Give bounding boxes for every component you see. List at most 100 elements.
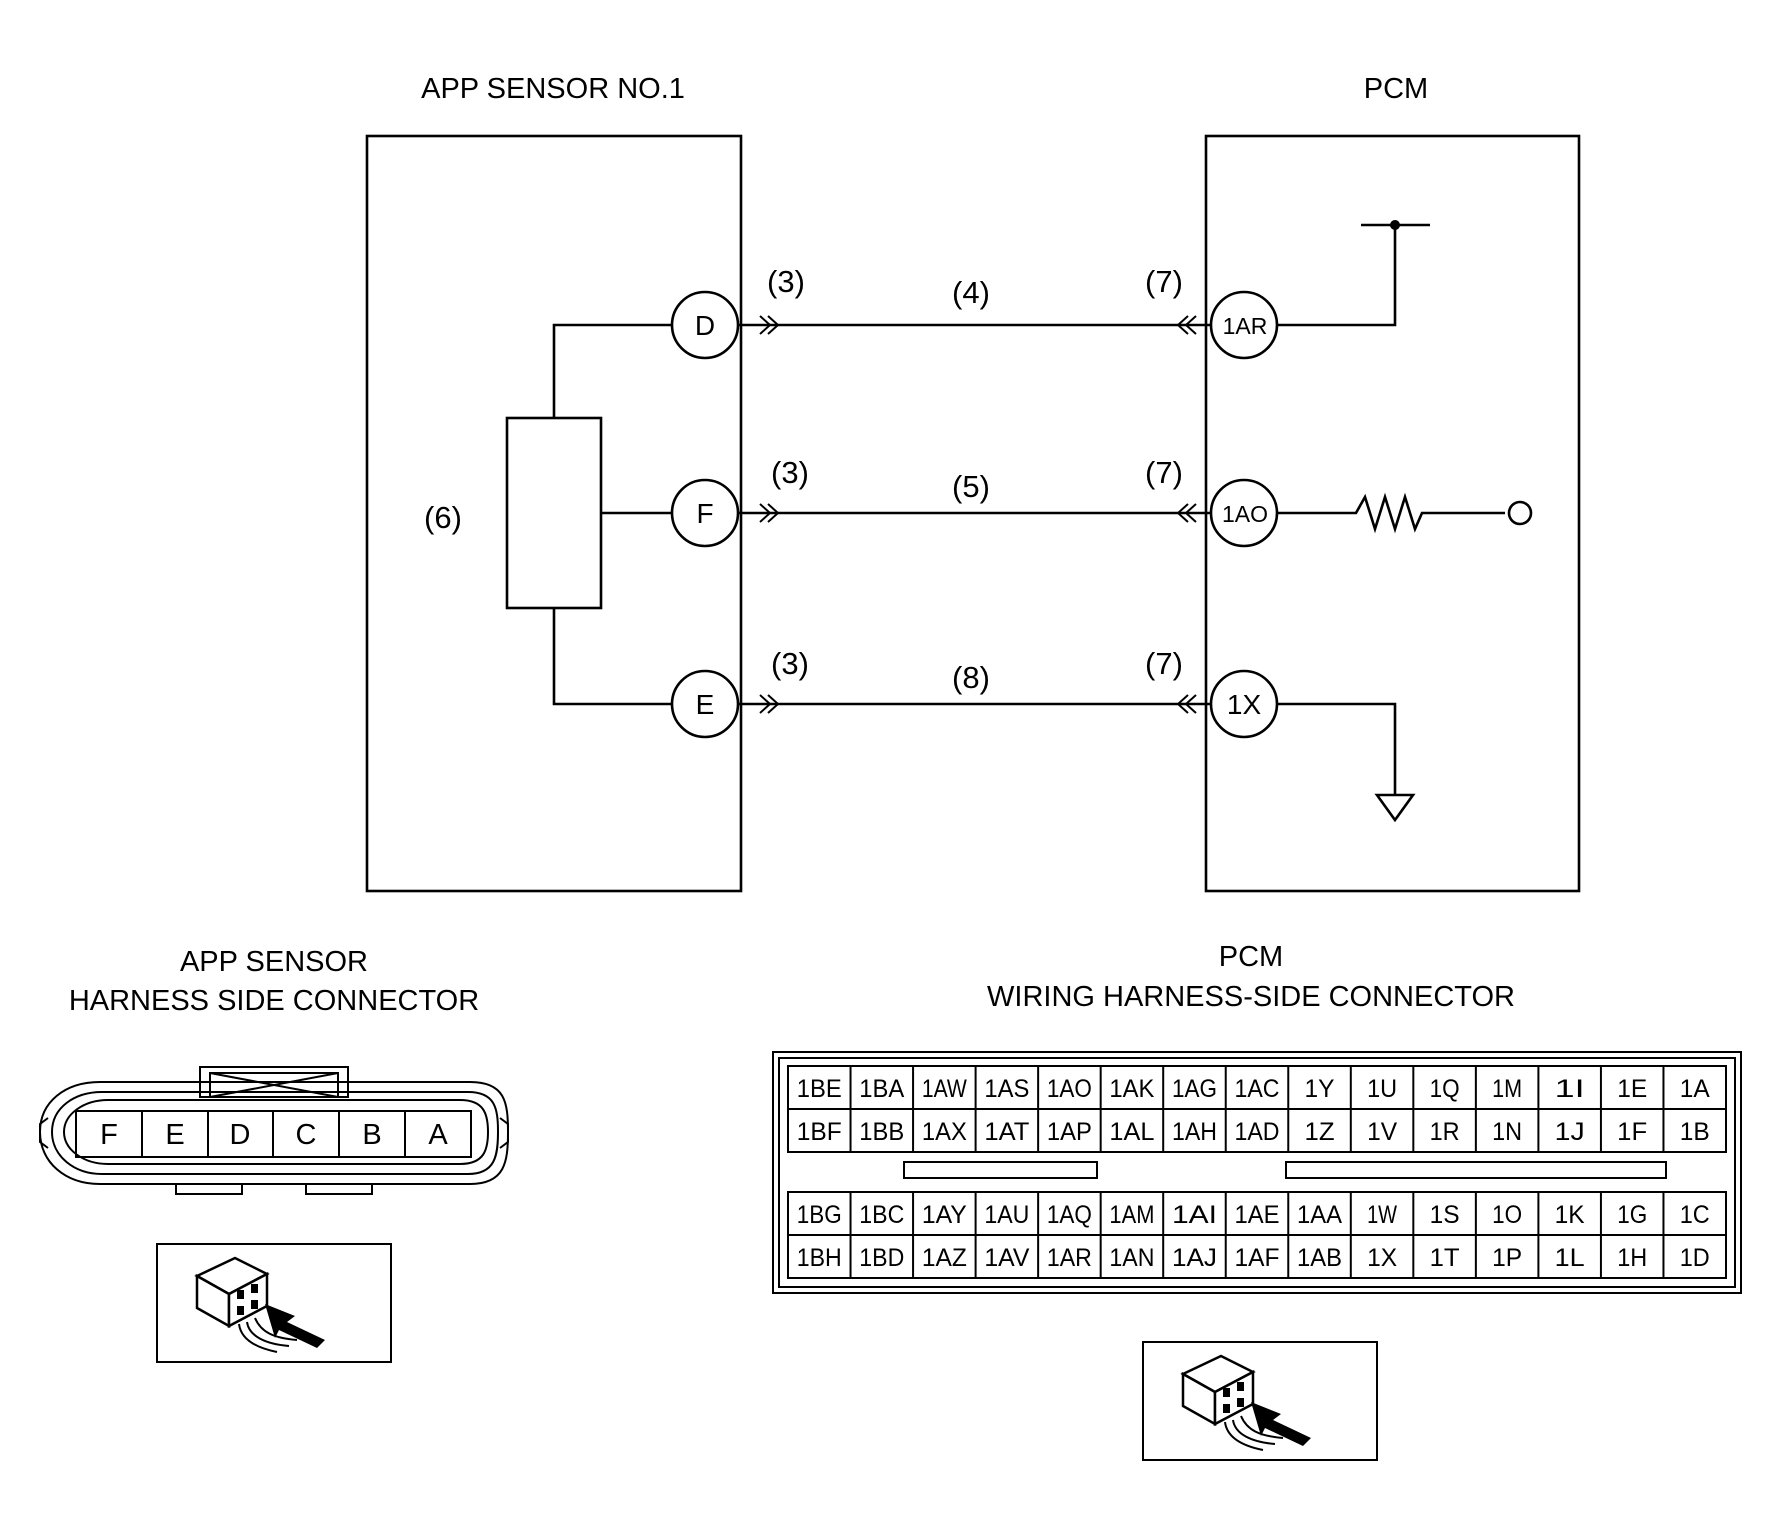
callout-wire-f: (5) bbox=[952, 469, 990, 504]
app-connector-title-1: APP SENSOR bbox=[180, 946, 368, 978]
pcm-pin-cell: 1AO bbox=[1047, 1075, 1092, 1103]
pcm-pin-1ar-label: 1AR bbox=[1223, 313, 1268, 339]
pcm-connector-outer bbox=[772, 1051, 1742, 1294]
pcm-pin-cell: 1AL bbox=[1109, 1118, 1154, 1146]
pcm-pin-cell: 1AB bbox=[1297, 1244, 1342, 1272]
pcm-pin-cell: 1V bbox=[1367, 1118, 1397, 1146]
app-connector-face bbox=[38, 1066, 510, 1195]
sensor-line-d bbox=[552, 323, 673, 418]
connector-view-icon bbox=[1141, 1340, 1379, 1462]
app-connector-title-2: HARNESS SIDE CONNECTOR bbox=[69, 985, 479, 1017]
pcm-pin-cell: 1P bbox=[1492, 1244, 1522, 1272]
callout-wire-e: (8) bbox=[952, 660, 990, 695]
pcm-pin-cell: 1AJ bbox=[1172, 1244, 1217, 1272]
pcm-pin-cell: 1AT bbox=[984, 1118, 1029, 1146]
pcm-pin-cell: 1Z bbox=[1305, 1118, 1335, 1146]
pcm-pin-cell: 1AE bbox=[1235, 1201, 1280, 1229]
pcm-pin-cell: 1AR bbox=[1047, 1244, 1092, 1272]
ground-icon bbox=[1374, 793, 1416, 823]
pcm-pin-cell: 1AK bbox=[1109, 1075, 1154, 1103]
sensor-pin-e-label: E bbox=[696, 689, 715, 720]
pcm-pin-cell: 1BD bbox=[859, 1244, 904, 1272]
pcm-supply-node bbox=[1390, 220, 1400, 230]
sensor-pin-d-label: D bbox=[695, 310, 715, 341]
pcm-pin-cell: 1AV bbox=[984, 1244, 1029, 1272]
pcm-pin-cell: 1AC bbox=[1235, 1075, 1280, 1103]
pcm-key-slot-right bbox=[1285, 1161, 1667, 1179]
pcm-pin-cell: 1T bbox=[1430, 1244, 1460, 1272]
pcm-pin-cell: 1A bbox=[1680, 1075, 1710, 1103]
sensor-body-callout: (6) bbox=[424, 500, 462, 535]
app-connector-pin: C bbox=[296, 1119, 317, 1151]
pcm-pin-cell: 1BB bbox=[859, 1118, 904, 1146]
pcm-pin-cell: 1D bbox=[1680, 1244, 1710, 1272]
app-connector-pin: A bbox=[428, 1119, 448, 1151]
callout-pcm-1ao: (7) bbox=[1145, 455, 1183, 490]
pcm-pin-cell: 1N bbox=[1492, 1118, 1522, 1146]
sensor-side-chevrons bbox=[759, 315, 780, 714]
pcm-connector-title-2: WIRING HARNESS-SIDE CONNECTOR bbox=[987, 981, 1515, 1013]
pcm-pin-cell: 1AN bbox=[1109, 1244, 1154, 1272]
pcm-pin-cell: 1AI bbox=[1172, 1201, 1217, 1229]
pcm-pin-cell: 1R bbox=[1430, 1118, 1460, 1146]
callout-sensor-f: (3) bbox=[771, 455, 809, 490]
sensor-pin-f-label: F bbox=[696, 498, 713, 529]
pcm-pin-cell: 1AY bbox=[922, 1201, 967, 1229]
pcm-pin-cell: 1BC bbox=[859, 1201, 904, 1229]
pcm-pin-cell: 1AM bbox=[1109, 1201, 1154, 1229]
pcm-pin-cell: 1AF bbox=[1235, 1244, 1280, 1272]
pcm-1ao-resistor-line bbox=[1277, 492, 1505, 534]
pcm-pin-cell: 1AG bbox=[1172, 1075, 1217, 1103]
pcm-key-slot-left bbox=[903, 1161, 1098, 1179]
pcm-pin-cell: 1AU bbox=[984, 1201, 1029, 1229]
pcm-pin-cell: 1AH bbox=[1172, 1118, 1217, 1146]
pcm-pin-cell: 1O bbox=[1492, 1201, 1522, 1229]
callout-pcm-1ar: (7) bbox=[1145, 264, 1183, 299]
app-sensor-title: APP SENSOR NO.1 bbox=[421, 73, 685, 105]
pcm-pin-cell: 1AW bbox=[922, 1075, 967, 1103]
pcm-pin-cell: 1Y bbox=[1305, 1075, 1335, 1103]
callout-sensor-d: (3) bbox=[767, 264, 805, 299]
pcm-pin-cell: 1L bbox=[1555, 1244, 1585, 1272]
pcm-connector-inner bbox=[778, 1057, 1736, 1288]
connector-view-icon bbox=[155, 1242, 393, 1364]
pcm-pin-cell: 1AD bbox=[1235, 1118, 1280, 1146]
pcm-pin-cell: 1C bbox=[1680, 1201, 1710, 1229]
pcm-pin-cell: 1BA bbox=[859, 1075, 904, 1103]
pcm-1x-ground-line bbox=[1277, 702, 1397, 795]
sensor-line-e bbox=[552, 608, 673, 706]
pcm-pin-cell: 1G bbox=[1617, 1201, 1647, 1229]
pcm-pin-cell: 1BG bbox=[797, 1201, 842, 1229]
app-connector-pin: E bbox=[165, 1119, 184, 1151]
pcm-pin-cell: 1Q bbox=[1430, 1075, 1460, 1103]
pcm-pin-cell: 1H bbox=[1617, 1244, 1647, 1272]
pcm-pin-cell: 1S bbox=[1430, 1201, 1460, 1229]
callout-wire-d: (4) bbox=[952, 275, 990, 310]
pcm-pin-1ao-label: 1AO bbox=[1222, 501, 1268, 527]
pcm-pin-cell: 1BF bbox=[797, 1118, 842, 1146]
pcm-pin-cell: 1M bbox=[1492, 1075, 1522, 1103]
pcm-pin-cell: 1AQ bbox=[1047, 1201, 1092, 1229]
pcm-pin-cell: 1I bbox=[1555, 1075, 1585, 1103]
pcm-connector-title-1: PCM bbox=[1219, 941, 1283, 973]
pcm-pin-cell: 1X bbox=[1367, 1244, 1397, 1272]
pcm-pin-1x-label: 1X bbox=[1227, 689, 1262, 720]
pcm-side-chevrons bbox=[1176, 315, 1197, 714]
pcm-pin-cell: 1AA bbox=[1297, 1201, 1342, 1229]
pcm-1ao-terminal bbox=[1507, 500, 1533, 526]
pcm-pin-cell: 1F bbox=[1617, 1118, 1647, 1146]
app-connector-pin: B bbox=[362, 1119, 381, 1151]
pcm-pin-cell: 1J bbox=[1555, 1118, 1585, 1146]
pcm-pin-cell: 1K bbox=[1555, 1201, 1585, 1229]
pcm-pin-cell: 1W bbox=[1367, 1201, 1397, 1229]
pcm-1ar-supply-line bbox=[1277, 225, 1397, 327]
app-connector-pin: F bbox=[100, 1119, 118, 1151]
pcm-pin-cell: 1AZ bbox=[922, 1244, 967, 1272]
callout-pcm-1x: (7) bbox=[1145, 646, 1183, 681]
pcm-pin-cell: 1E bbox=[1617, 1075, 1647, 1103]
pcm-pin-cell: 1BE bbox=[797, 1075, 842, 1103]
pcm-pin-cell: 1AS bbox=[984, 1075, 1029, 1103]
